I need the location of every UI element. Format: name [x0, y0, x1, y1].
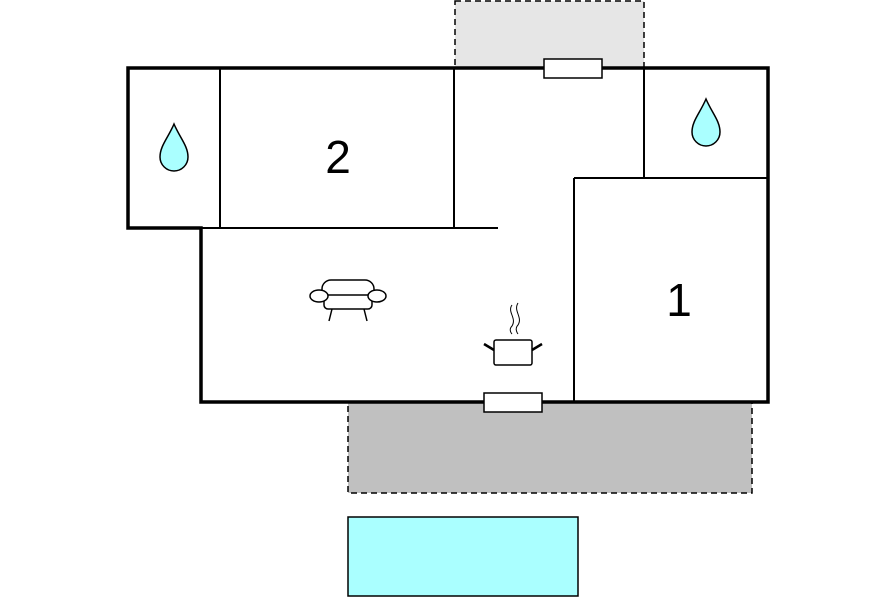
door-top: [543, 58, 603, 79]
room-label-2: 2: [325, 131, 351, 183]
room-label-1: 1: [666, 274, 692, 326]
door-bottom: [483, 392, 543, 413]
water-drop-icon: [691, 97, 721, 147]
sofa-icon: [309, 279, 387, 322]
pool: [347, 516, 579, 597]
terrace-top: [454, 0, 645, 70]
outer-wall: [126, 66, 770, 404]
terrace-bottom: [347, 401, 753, 494]
interior-walls: [201, 68, 768, 402]
water-drop-icon: [159, 122, 189, 172]
cooking-pot-icon: [483, 302, 543, 366]
